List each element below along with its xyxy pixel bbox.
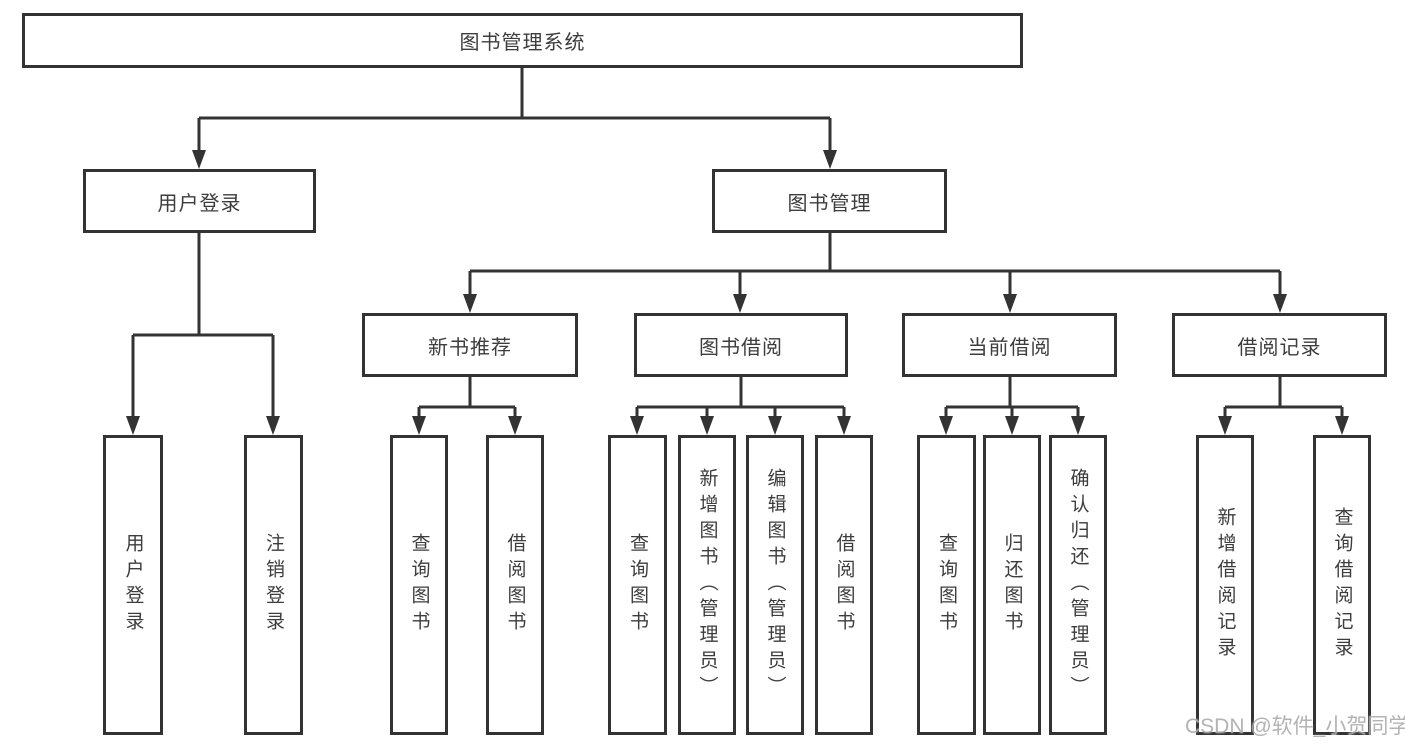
leaf-borrow-books-recommend: 借阅图书 xyxy=(486,435,544,735)
leaf-logout-label: 注销登录 xyxy=(263,533,284,637)
leaf-logout: 注销登录 xyxy=(244,435,303,735)
node-user-login-label: 用户登录 xyxy=(157,192,242,215)
node-new-book-recommend: 新书推荐 xyxy=(362,313,578,377)
leaf-borrow-books-label: 借阅图书 xyxy=(833,533,855,637)
leaf-query-books-borrowing-label: 查询图书 xyxy=(627,533,648,637)
leaf-query-borrow-record-label: 查询借阅记录 xyxy=(1331,507,1353,663)
node-book-management: 图书管理 xyxy=(712,169,947,233)
leaf-query-books-borrowing: 查询图书 xyxy=(608,435,667,735)
leaf-confirm-return-admin: 确认归还（管理员） xyxy=(1049,435,1107,735)
leaf-query-borrow-record: 查询借阅记录 xyxy=(1313,435,1371,735)
node-user-login: 用户登录 xyxy=(83,169,316,233)
leaf-borrow-books: 借阅图书 xyxy=(815,435,873,735)
node-library-management-system: 图书管理系统 xyxy=(22,13,1023,68)
node-book-borrowing: 图书借阅 xyxy=(634,313,848,377)
leaf-return-books-label: 归还图书 xyxy=(1001,533,1023,637)
leaf-user-login-label: 用户登录 xyxy=(122,533,144,637)
node-borrowing-records-label: 借阅记录 xyxy=(1237,336,1322,359)
node-library-management-system-label: 图书管理系统 xyxy=(459,32,586,54)
leaf-borrow-books-recommend-label: 借阅图书 xyxy=(504,533,526,637)
node-current-borrowing: 当前借阅 xyxy=(902,313,1117,377)
leaf-add-books-admin: 新增图书（管理员） xyxy=(678,435,736,735)
leaf-query-books-current-label: 查询图书 xyxy=(936,533,957,637)
node-book-management-label: 图书管理 xyxy=(787,192,872,215)
leaf-user-login: 用户登录 xyxy=(103,435,163,735)
leaf-add-books-admin-label: 新增图书（管理员） xyxy=(696,468,718,702)
leaf-confirm-return-admin-label: 确认归还（管理员） xyxy=(1067,468,1089,702)
node-current-borrowing-label: 当前借阅 xyxy=(967,336,1052,359)
leaf-edit-books-admin: 编辑图书（管理员） xyxy=(746,435,804,735)
node-borrowing-records: 借阅记录 xyxy=(1172,313,1387,377)
leaf-add-borrow-record-label: 新增借阅记录 xyxy=(1214,507,1236,663)
leaf-add-borrow-record: 新增借阅记录 xyxy=(1196,435,1254,735)
node-book-borrowing-label: 图书借阅 xyxy=(699,336,783,359)
leaf-return-books: 归还图书 xyxy=(983,435,1041,735)
leaf-edit-books-admin-label: 编辑图书（管理员） xyxy=(764,468,786,702)
leaf-query-books-recommend-label: 查询图书 xyxy=(408,533,430,637)
leaf-query-books-recommend: 查询图书 xyxy=(390,435,448,735)
node-new-book-recommend-label: 新书推荐 xyxy=(428,336,512,359)
csdn-watermark: CSDN @软件_小贺同学 xyxy=(1185,715,1405,738)
leaf-query-books-current: 查询图书 xyxy=(917,435,976,735)
